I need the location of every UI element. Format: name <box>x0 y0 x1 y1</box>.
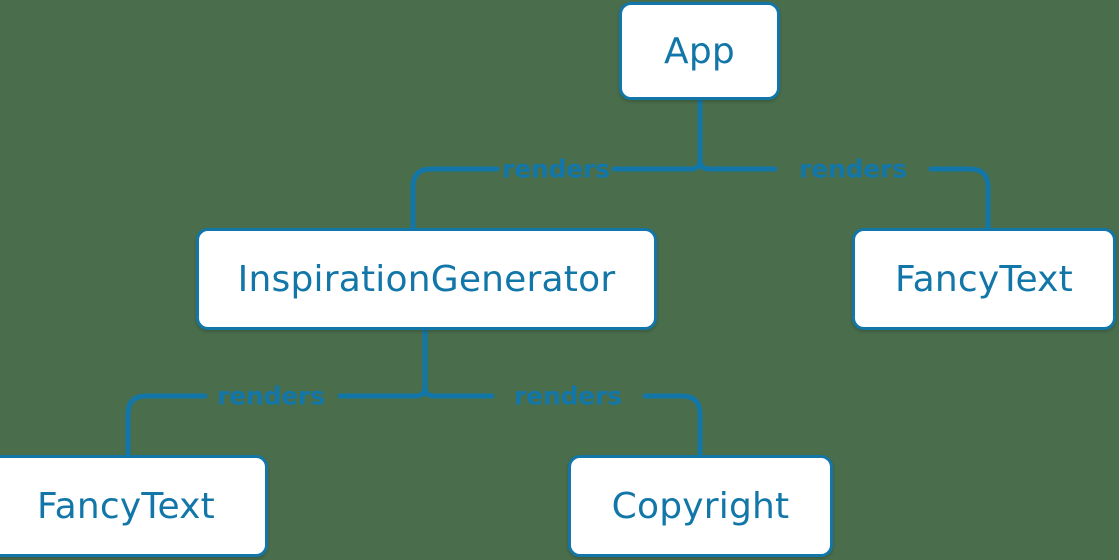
edge-app-to-inspirationgenerator-2 <box>410 166 500 231</box>
edge-app-to-fancytext-right-2 <box>928 166 991 231</box>
node-fancytext-bottom[interactable]: FancyText <box>0 455 268 557</box>
node-copyright-label: Copyright <box>611 485 790 527</box>
edge-label-app-to-fancytext-right: renders <box>799 154 907 184</box>
edge-label-inspirationgenerator-to-copyright: renders <box>514 381 622 411</box>
node-fancytext-right-label: FancyText <box>895 258 1073 300</box>
edge-label-inspirationgenerator-to-fancytext: renders <box>217 381 325 411</box>
edge-inspirationgenerator-to-copyright-2 <box>642 393 703 458</box>
node-app[interactable]: App <box>619 2 780 100</box>
node-fancytext-bottom-label: FancyText <box>37 485 215 527</box>
node-inspiration-generator-label: InspirationGenerator <box>237 258 616 300</box>
edge-label-app-to-inspirationgenerator: renders <box>502 154 610 184</box>
edge-inspirationgenerator-to-fancytext-2 <box>125 393 208 458</box>
node-fancytext-right[interactable]: FancyText <box>852 228 1116 330</box>
node-inspiration-generator[interactable]: InspirationGenerator <box>196 228 657 330</box>
node-app-label: App <box>664 30 735 72</box>
node-copyright[interactable]: Copyright <box>568 455 833 557</box>
